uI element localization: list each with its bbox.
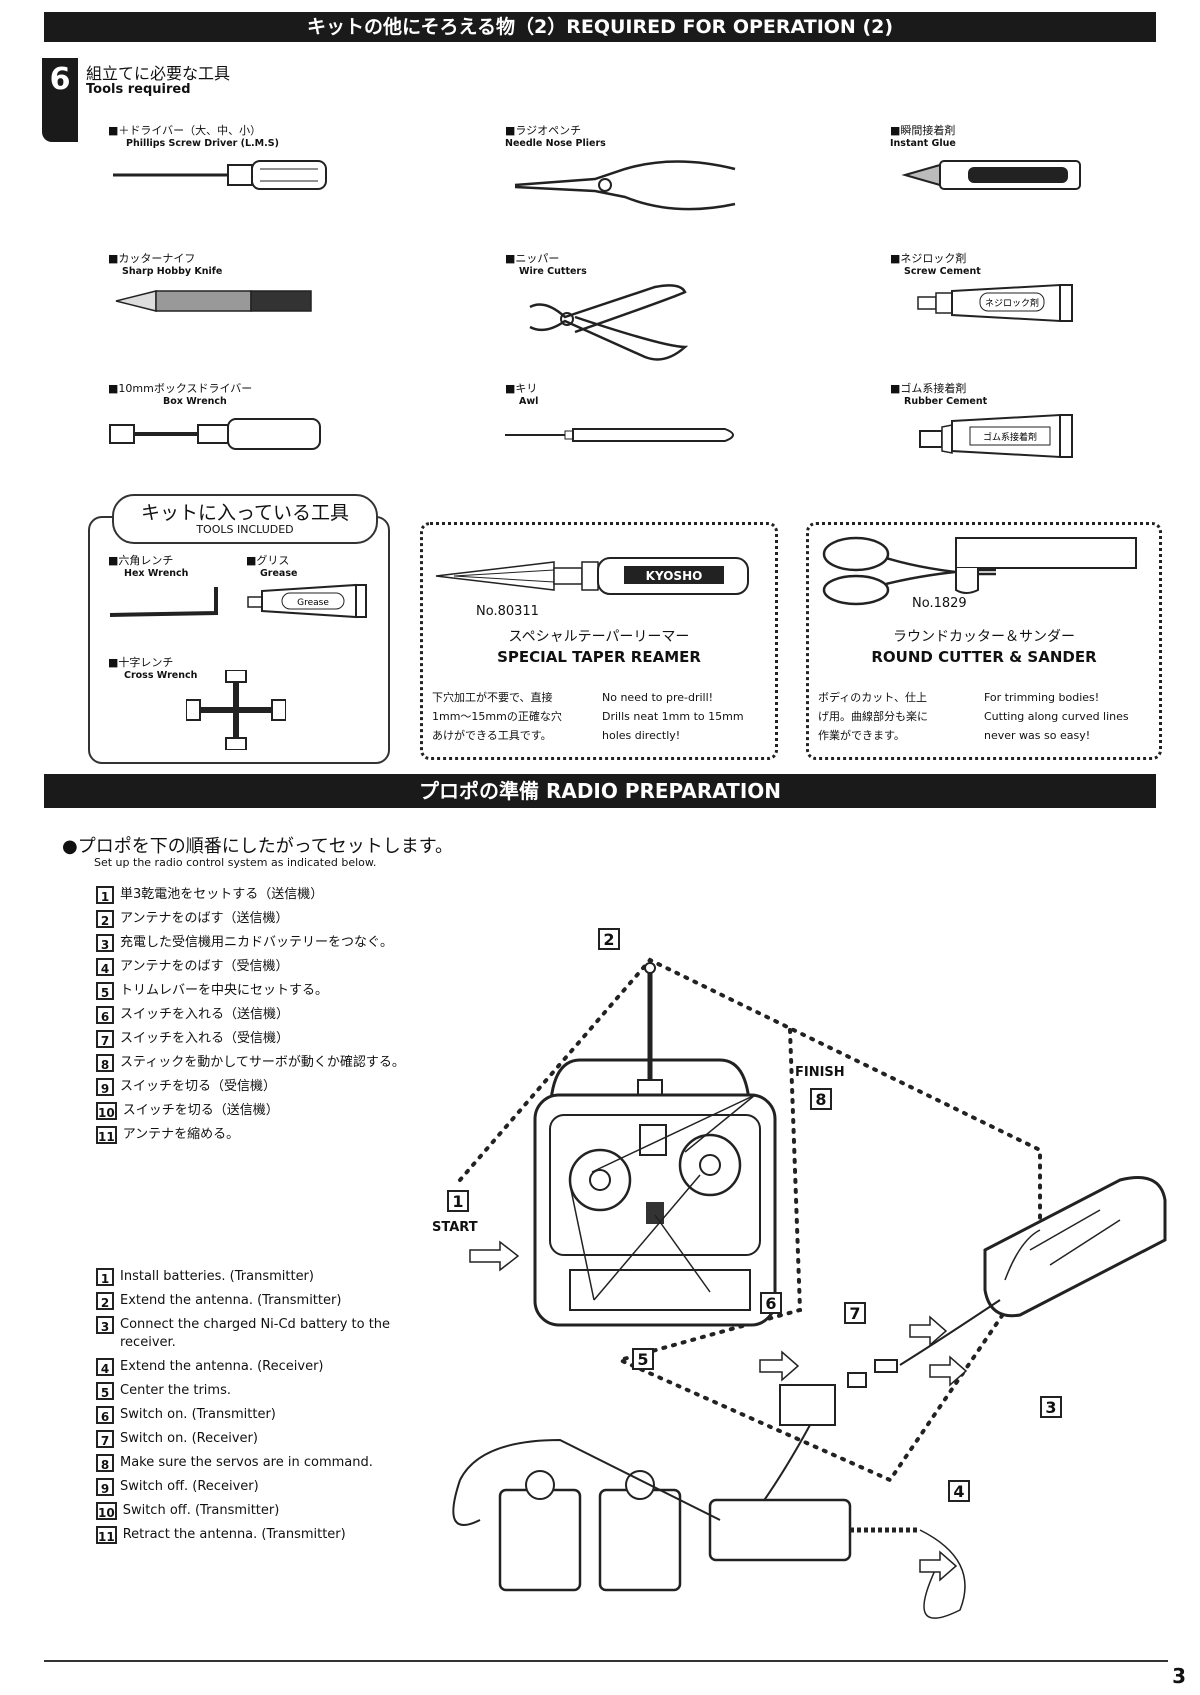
cutter-name-en: ROUND CUTTER & SANDER	[871, 648, 1097, 666]
radio-intro-en: Set up the radio control system as indic…	[94, 856, 377, 869]
tool-instant-glue: ■瞬間接着剤 Instant Glue	[890, 122, 1090, 203]
start-label: START	[432, 1220, 478, 1235]
cutter-desc-en: For trimming bodies!Cutting along curved…	[984, 691, 1129, 742]
reamer-promo-box	[420, 522, 778, 760]
tool-screwdriver: ■＋ドライバー（大、中、小） Phillips Screw Driver (L.…	[108, 122, 328, 203]
rubber-cement-icon: ゴム系接着剤	[919, 413, 1073, 459]
callout-6: 6	[760, 1292, 782, 1314]
tool-box-wrench: ■10mmボックスドライバー Box Wrench	[108, 380, 328, 461]
pliers-icon	[514, 160, 736, 211]
screwdriver-icon	[113, 160, 327, 190]
callout-7: 7	[844, 1302, 866, 1324]
grease-icon: Grease	[247, 583, 367, 619]
included-cross-wrench: ■十字レンチ Cross Wrench	[108, 656, 198, 681]
included-grease: ■グリス Grease Grease	[246, 552, 376, 627]
reamer-name-jp: スペシャルテーパーリーマー	[508, 629, 690, 645]
tool-pliers: ■ラジオペンチ Needle Nose Pliers	[505, 122, 745, 223]
callout-2: 2	[598, 928, 620, 950]
tools-title-en: Tools required	[86, 82, 191, 97]
cross-wrench-icon	[186, 670, 286, 750]
tool-awl: ■キリ Awl	[505, 380, 745, 461]
reamer-brand-label: KYOSHO	[646, 569, 703, 583]
cutter-promo-box	[806, 522, 1162, 760]
cutter-desc-jp: ボディのカット、仕上げ用。曲線部分も楽に作業ができます。	[818, 691, 928, 742]
wire-cutters-icon	[529, 284, 689, 361]
battery-pack-illustration	[983, 1176, 1167, 1318]
taper-reamer-icon: KYOSHO	[435, 557, 749, 595]
scissors-sander-icon	[822, 536, 1137, 606]
tool-screw-cement: ■ネジロック剤 Screw Cement ネジロック剤	[890, 250, 1090, 331]
callout-1: 1	[447, 1190, 469, 1212]
section-header-required: キットの他にそろえる物（2）REQUIRED FOR OPERATION (2)	[44, 12, 1156, 42]
radio-intro-jp: ●プロポを下の順番にしたがってセットします。	[62, 836, 454, 857]
callout-8: 8	[810, 1088, 832, 1110]
callout-4: 4	[948, 1480, 970, 1502]
screw-cement-tube-label: ネジロック剤	[985, 297, 1039, 309]
tool-hobby-knife: ■カッターナイフ Sharp Hobby Knife	[108, 250, 328, 331]
cutter-number: No.1829	[912, 596, 967, 611]
rubber-cement-tube-label: ゴム系接着剤	[983, 431, 1037, 443]
glue-icon	[901, 160, 1081, 190]
awl-icon	[505, 428, 734, 442]
tool-wire-cutters: ■ニッパー Wire Cutters	[505, 250, 745, 371]
radio-setup-diagram	[452, 957, 1167, 1619]
section-header-radio: プロポの準備 RADIO PREPARATION	[44, 774, 1156, 808]
screw-cement-icon: ネジロック剤	[917, 283, 1073, 323]
page-number: 3	[1172, 1664, 1186, 1688]
reamer-desc-en: No need to pre-drill!Drills neat 1mm to …	[602, 691, 744, 742]
tools-title-jp: 組立てに必要な工具	[86, 64, 231, 83]
knife-icon	[115, 290, 312, 312]
finish-label: FINISH	[795, 1065, 845, 1080]
footer-rule	[44, 1660, 1168, 1662]
grease-tube-label: Grease	[297, 598, 329, 608]
hex-wrench-icon	[109, 587, 218, 617]
step-number-badge: 6	[42, 58, 78, 142]
callout-5: 5	[632, 1348, 654, 1370]
transmitter-illustration	[469, 962, 777, 1327]
reamer-number: No.80311	[476, 604, 539, 619]
callout-3: 3	[1040, 1396, 1062, 1418]
reamer-name-en: SPECIAL TAPER REAMER	[497, 648, 701, 666]
included-tools-title: キットに入っている工具 TOOLS INCLUDED	[112, 494, 378, 544]
tool-rubber-cement: ■ゴム系接着剤 Rubber Cement ゴム系接着剤	[890, 380, 1090, 465]
included-hex-wrench: ■六角レンチ Hex Wrench	[108, 552, 228, 633]
box-wrench-icon	[109, 418, 321, 450]
cutter-name-jp: ラウンドカッター＆サンダー	[893, 629, 1075, 645]
